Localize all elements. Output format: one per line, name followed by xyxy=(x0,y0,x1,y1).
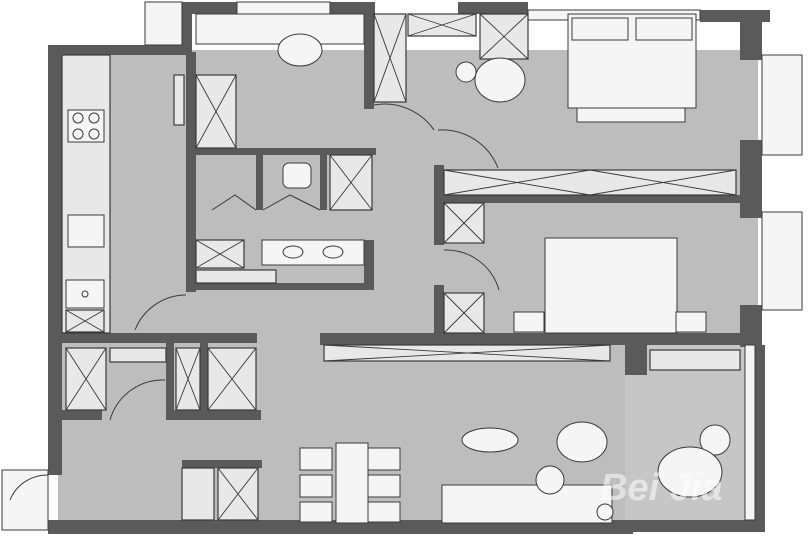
exterior-walls xyxy=(1,2,770,534)
kitchen xyxy=(61,54,185,334)
second-bedroom xyxy=(443,202,707,334)
watermark-text: Bei Jia xyxy=(600,467,723,509)
interior-walls xyxy=(62,14,750,468)
bathroom-upper xyxy=(195,13,407,149)
bathroom-lower xyxy=(195,154,373,284)
master-bedroom xyxy=(373,13,737,196)
living-dining xyxy=(181,344,741,524)
entry-storage xyxy=(9,294,257,501)
